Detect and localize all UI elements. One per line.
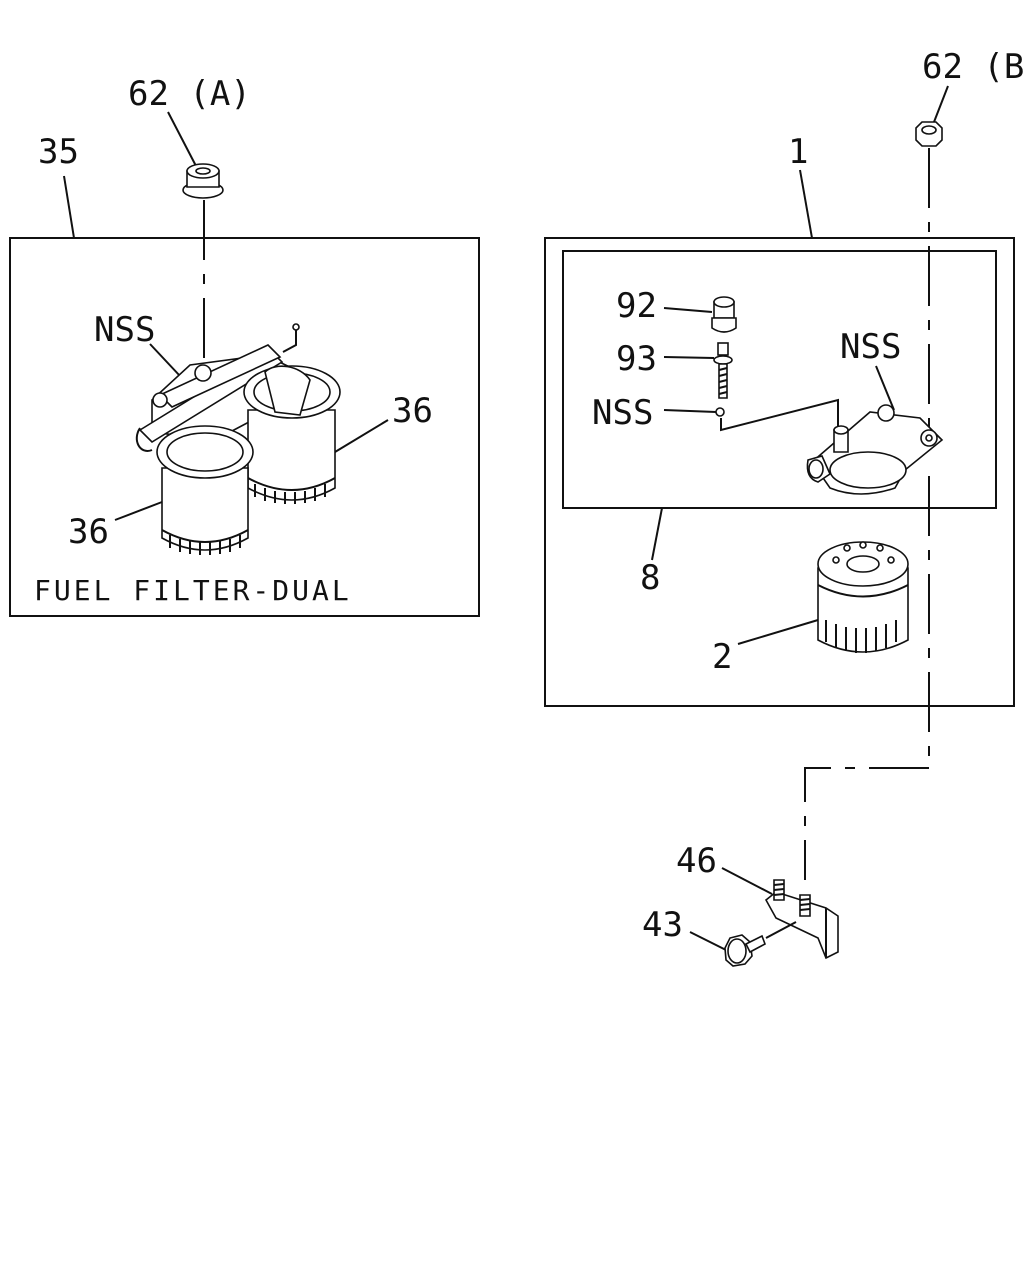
leader-36-left bbox=[114, 501, 163, 521]
panel-caption: FUEL FILTER-DUAL bbox=[34, 574, 352, 607]
callout-62a[interactable]: 62 (A) bbox=[128, 74, 251, 114]
callout-nss-right[interactable]: NSS bbox=[840, 327, 901, 367]
dual-fuel-filter-icon[interactable] bbox=[135, 323, 341, 555]
callout-46[interactable]: 46 bbox=[676, 841, 717, 881]
callout-8[interactable]: 8 bbox=[640, 558, 660, 598]
leader-62a bbox=[167, 111, 197, 167]
leader-1 bbox=[799, 169, 813, 239]
leader-nss-right bbox=[875, 365, 895, 411]
leader-43 bbox=[689, 931, 727, 951]
nut-icon[interactable] bbox=[915, 121, 943, 147]
leader-ball-to-head bbox=[720, 398, 839, 432]
leader-nss-mid bbox=[663, 409, 717, 413]
leader-92 bbox=[663, 307, 713, 313]
callout-43[interactable]: 43 bbox=[642, 905, 683, 945]
leader-nss-left bbox=[149, 343, 181, 377]
bracket-icon[interactable] bbox=[764, 879, 839, 960]
leader-43-to-bracket bbox=[765, 921, 797, 939]
spin-on-filter-icon[interactable] bbox=[817, 541, 909, 653]
callout-nss-mid[interactable]: NSS bbox=[592, 393, 653, 433]
cap-icon[interactable] bbox=[711, 296, 737, 333]
leader-35 bbox=[63, 175, 75, 239]
callout-36-left[interactable]: 36 bbox=[68, 512, 109, 552]
filter-assembly-panel bbox=[544, 237, 1015, 707]
callout-nss-left[interactable]: NSS bbox=[94, 310, 155, 350]
flange-nut-icon[interactable] bbox=[182, 163, 224, 199]
filter-head-subpanel bbox=[562, 250, 997, 509]
bleeder-screw-icon[interactable] bbox=[713, 342, 733, 399]
callout-1[interactable]: 1 bbox=[788, 132, 808, 172]
filter-cartridge-icon[interactable] bbox=[243, 365, 341, 504]
leader-2 bbox=[737, 619, 819, 645]
check-ball-icon[interactable] bbox=[715, 407, 725, 417]
leader-8 bbox=[651, 507, 663, 561]
dual-filter-panel bbox=[9, 237, 480, 617]
callout-2[interactable]: 2 bbox=[712, 637, 732, 677]
leader-36-right bbox=[334, 419, 389, 453]
callout-35[interactable]: 35 bbox=[38, 132, 79, 172]
leader-46 bbox=[721, 867, 773, 895]
callout-36-right[interactable]: 36 bbox=[392, 391, 433, 431]
filter-cartridge-icon[interactable] bbox=[156, 425, 254, 555]
callout-93[interactable]: 93 bbox=[616, 339, 657, 379]
centerline-to-bracket bbox=[804, 767, 929, 880]
callout-92[interactable]: 92 bbox=[616, 286, 657, 326]
leader-93 bbox=[663, 356, 715, 359]
leader-62b bbox=[933, 85, 949, 123]
bolt-icon[interactable] bbox=[724, 934, 766, 967]
filter-head-icon[interactable] bbox=[806, 404, 944, 495]
callout-62b[interactable]: 62 (B) bbox=[922, 47, 1024, 87]
